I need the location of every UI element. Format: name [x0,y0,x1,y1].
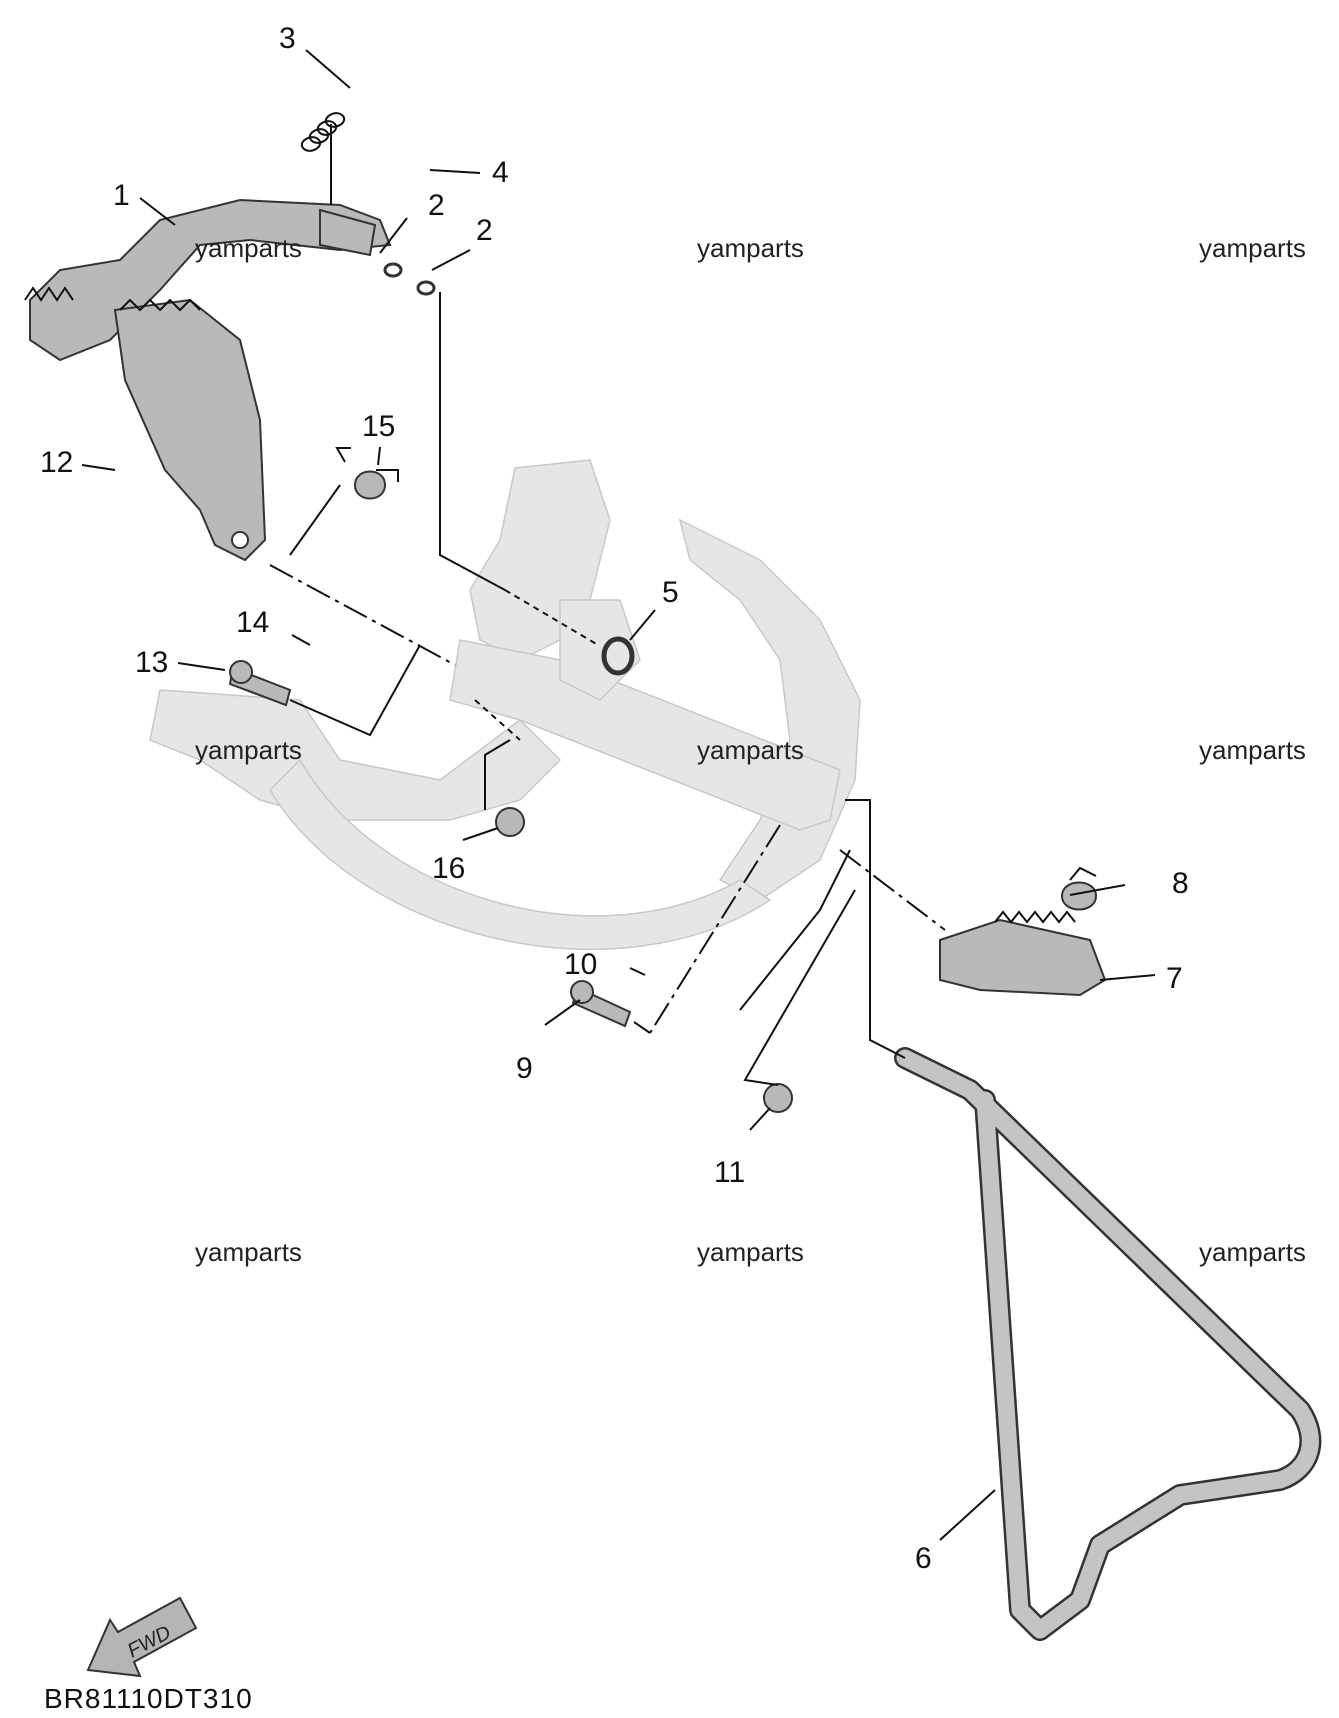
callout-3: 3 [279,22,296,55]
callout-7: 7 [1166,962,1183,995]
washer-part-2b [416,280,436,296]
spring-part-8 [1060,866,1098,911]
callout-14: 14 [236,606,269,639]
callout-6: 6 [915,1542,932,1575]
callout-2a: 2 [428,189,445,222]
callout-11: 11 [714,1156,745,1189]
callout-9: 9 [516,1052,533,1085]
spring-part-15 [335,447,399,500]
watermark-6: yamparts [1199,735,1306,765]
callout-13: 13 [135,646,168,679]
pin-part-9 [570,980,632,1028]
callout-16: 16 [432,852,465,885]
pin-part-13 [228,660,292,707]
cap-part-11 [763,1083,793,1113]
washer-part-5 [601,636,635,676]
footrest-left-part [113,298,267,562]
callout-5: 5 [662,576,679,609]
watermark-4: yamparts [195,735,302,765]
callout-2b: 2 [476,214,493,247]
watermark-1: yamparts [195,233,302,263]
callout-12: 12 [40,446,73,479]
footrest-right-part [939,910,1107,997]
callout-15: 15 [362,410,395,443]
callout-4: 4 [492,156,509,189]
side-stand-part [894,1047,1322,1641]
callout-10: 10 [564,948,597,981]
leader-lines [269,124,946,1086]
watermark-3: yamparts [1199,233,1306,263]
watermark-8: yamparts [697,1237,804,1267]
diagram-code: BR81110DT310 [44,1683,253,1714]
washer-part-2a [383,262,403,278]
callout-1: 1 [113,179,130,212]
fwd-arrow: FWD [86,1596,198,1678]
callout-pointers [81,49,1156,1541]
watermark-9: yamparts [1199,1237,1306,1267]
cap-part-16 [495,807,525,837]
watermark-2: yamparts [697,233,804,263]
callout-8: 8 [1172,867,1189,900]
watermark-7: yamparts [195,1237,302,1267]
watermark-5: yamparts [697,735,804,765]
spring-part-3 [300,112,346,152]
